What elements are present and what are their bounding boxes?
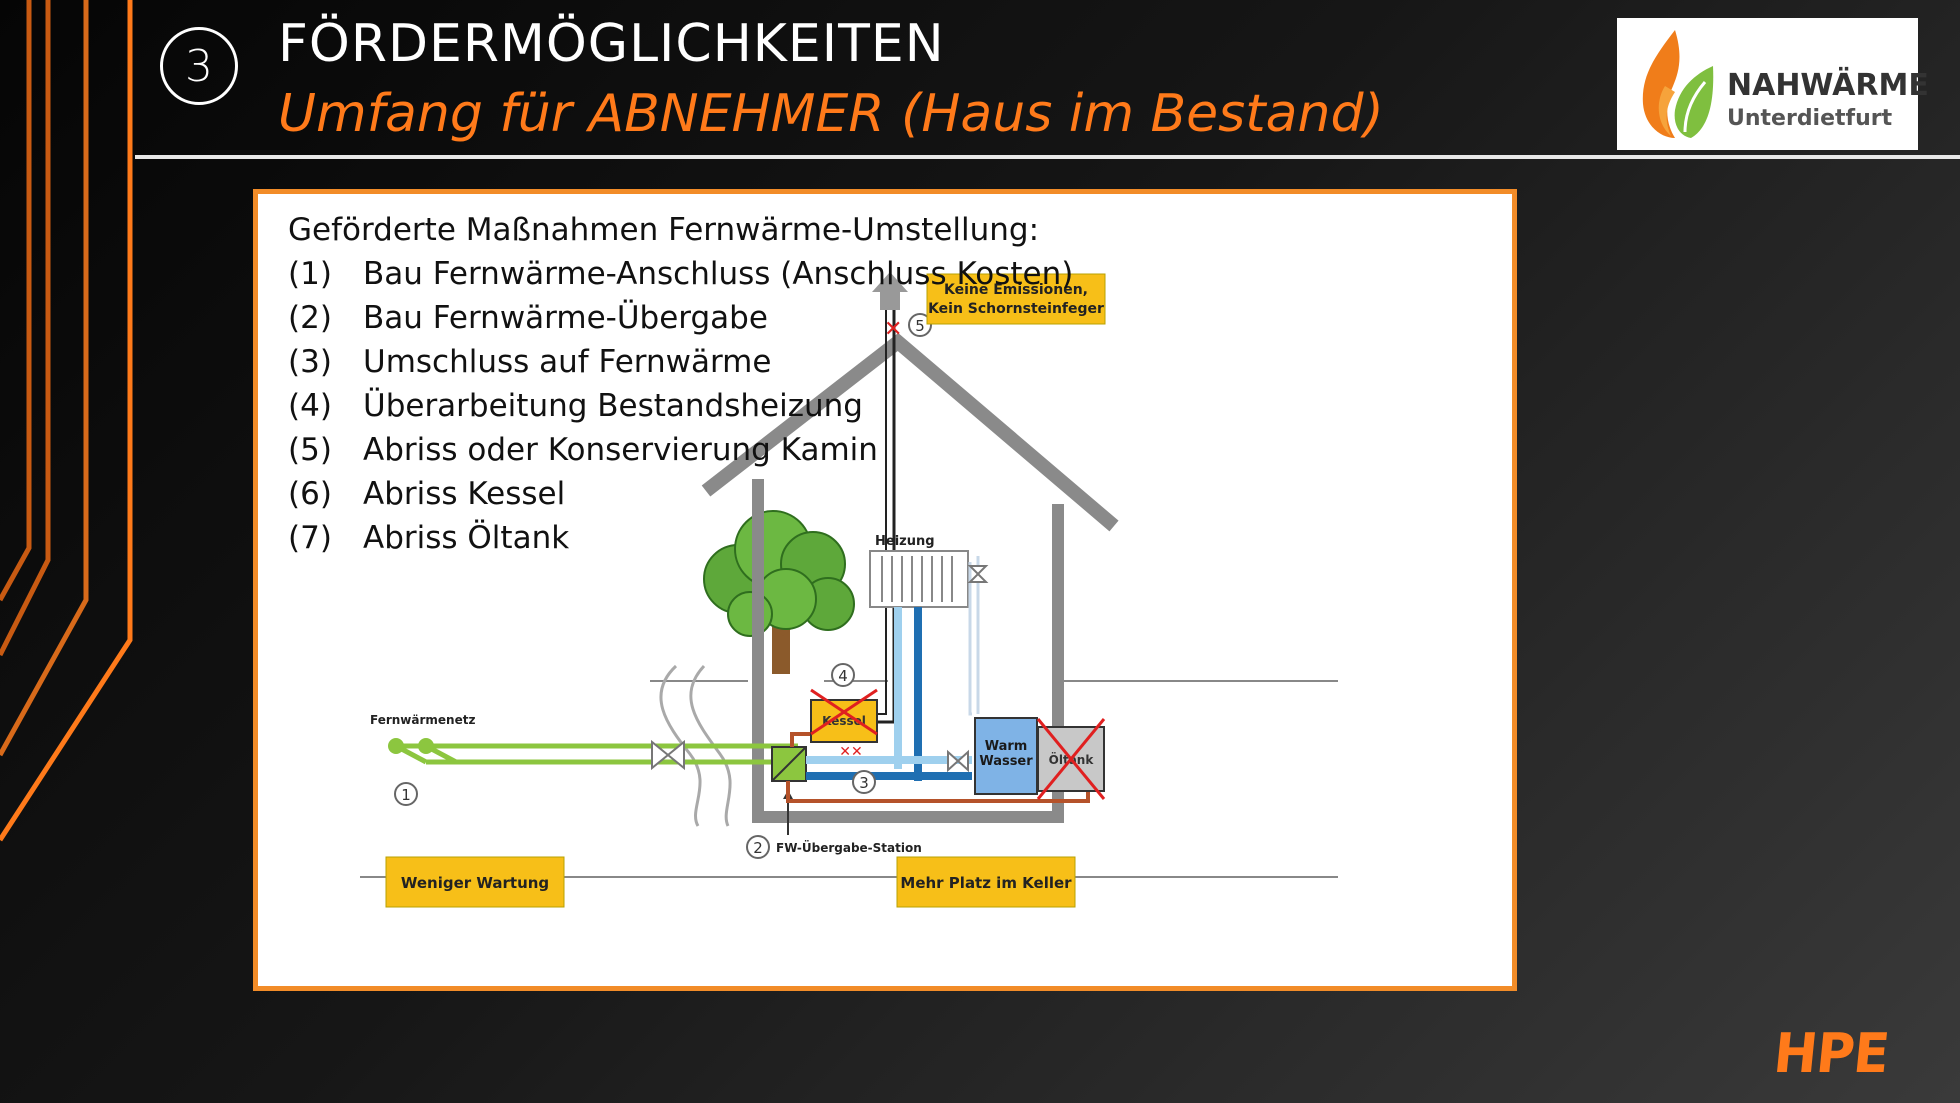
net-node-1 — [388, 738, 404, 754]
net-node-2 — [418, 738, 434, 754]
measure-number: (3) — [288, 344, 332, 380]
measure-item: (4) Überarbeitung Bestandsheizung — [288, 384, 1073, 428]
measure-text: Abriss Kessel — [363, 476, 566, 512]
boiler-box — [810, 699, 878, 743]
line-valve-icon — [651, 739, 670, 771]
heizung-label: Heizung — [875, 534, 935, 549]
measure-text: Abriss Öltank — [363, 520, 570, 556]
wartung-box — [385, 856, 565, 908]
house-walls — [752, 479, 1064, 823]
marker-1-label: 1 — [401, 786, 411, 804]
road-curve-right — [689, 664, 732, 827]
wartung-text: Weniger Wartung — [401, 874, 549, 892]
logo-subtitle: Unterdietfurt — [1727, 106, 1893, 131]
marker-4-label: 4 — [838, 667, 848, 685]
marker-1 — [394, 782, 418, 806]
marker-2-label: 2 — [753, 839, 763, 857]
measure-text: Umschluss auf Fernwärme — [363, 344, 772, 380]
netz-label: Fernwärmenetz — [370, 713, 475, 727]
measure-text: Überarbeitung Bestandsheizung — [363, 388, 863, 424]
marker-2 — [746, 835, 770, 859]
platz-text: Mehr Platz im Keller — [900, 874, 1072, 892]
station-label: FW-Übergabe-Station — [776, 840, 922, 855]
chimney-cross-icon: ✕ — [884, 317, 902, 342]
marker-5 — [908, 313, 932, 337]
measure-number: (6) — [288, 476, 332, 512]
measures-heading: Geförderte Maßnahmen Fernwärme-Umstellun… — [288, 212, 1040, 248]
measure-number: (5) — [288, 432, 332, 468]
flame-leaf-icon — [1642, 30, 1714, 138]
header-divider — [135, 155, 1960, 159]
emissions-box — [926, 273, 1106, 325]
warm-water-tank — [974, 717, 1038, 795]
logo: NAHWÄRME Unterdietfurt — [1617, 18, 1929, 150]
measure-item: (3) Umschluss auf Fernwärme — [288, 340, 1073, 384]
measures-list: Geförderte Maßnahmen Fernwärme-Umstellun… — [288, 208, 1073, 560]
logo-title: NAHWÄRME — [1727, 68, 1929, 103]
measure-text: Bau Fernwärme-Anschluss (Anschluss Koste… — [363, 256, 1074, 292]
measure-text: Bau Fernwärme-Übergabe — [363, 300, 768, 336]
emissions-text-1: Keine Emissionen, — [944, 282, 1088, 298]
emissions-text-2: Kein Schornsteinfeger — [928, 301, 1104, 317]
exhaust-arrow-icon — [872, 272, 908, 310]
marker-3-label: 3 — [859, 774, 869, 792]
measure-number: (2) — [288, 300, 332, 336]
boiler-pipe-cross-icon: ✕✕ — [839, 744, 862, 760]
measure-item: (6) Abriss Kessel — [288, 472, 1073, 516]
marker-5-label: 5 — [915, 317, 925, 335]
brand-logo: HPE — [1770, 1022, 1892, 1086]
platz-box — [896, 856, 1076, 908]
diagram-panel: ✕ 5 Keine Emissionen, Kein Schornsteinfe… — [253, 189, 1517, 991]
measure-number: (4) — [288, 388, 332, 424]
measure-number: (1) — [288, 256, 332, 292]
district-heating-diagram: ✕ 5 Keine Emissionen, Kein Schornsteinfe… — [360, 272, 1338, 908]
page-title: FÖRDERMÖGLICHKEITEN — [278, 14, 945, 74]
pipe-valve-icon — [947, 749, 960, 773]
marker-3 — [852, 770, 876, 794]
vent-valve-icon — [967, 565, 989, 576]
marker-4 — [831, 663, 855, 687]
road-curve-left — [659, 664, 702, 827]
decorative-lines — [0, 0, 133, 842]
measure-text: Abriss oder Konservierung Kamin — [363, 432, 878, 468]
house-roof — [701, 332, 1119, 532]
measure-item: (7) Abriss Öltank — [288, 516, 1073, 560]
measure-number: (7) — [288, 520, 332, 556]
measure-item: (5) Abriss oder Konservierung Kamin — [288, 428, 1073, 472]
radiator-fins — [881, 556, 953, 602]
warm-water-label-2: Wasser — [979, 754, 1033, 769]
page-subtitle: Umfang für ABNEHMER (Haus im Bestand) — [278, 84, 1384, 144]
warm-water-label-1: Warm — [985, 739, 1028, 754]
measure-item: (2) Bau Fernwärme-Übergabe — [288, 296, 1073, 340]
step-number-badge: 3 — [160, 27, 238, 105]
measure-item: (1) Bau Fernwärme-Anschluss (Anschluss Ko… — [288, 252, 1073, 296]
